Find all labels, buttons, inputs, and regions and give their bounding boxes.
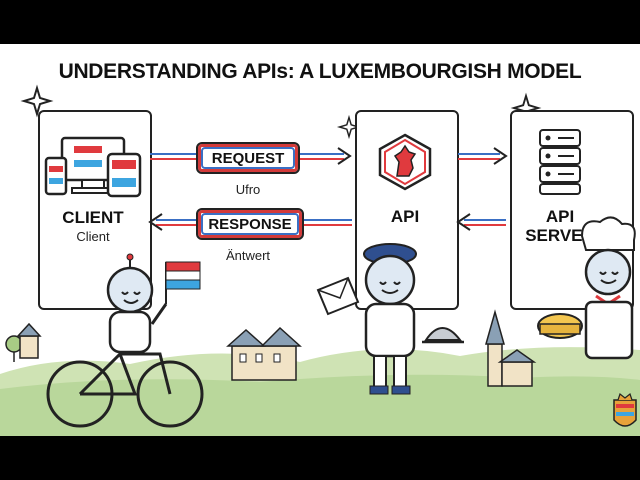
sparkle-icon	[336, 114, 362, 140]
client-label: CLIENT	[62, 208, 124, 227]
response-label: RESPONSE	[208, 215, 292, 233]
landscape	[0, 309, 640, 436]
page-title: UNDERSTANDING APIs: A LUXEMBOURGISH MODE…	[58, 60, 582, 83]
devices-icon	[44, 136, 142, 198]
sparkle-icon	[20, 84, 54, 118]
server-rack-icon	[539, 129, 581, 195]
response-sublabel: Äntwert	[225, 248, 271, 263]
coat-of-arms-icon	[613, 392, 637, 427]
response-label-inner-border	[201, 213, 299, 235]
api-to-server-arrow	[458, 147, 508, 165]
request-label-box: REQUEST	[196, 142, 300, 174]
diagram-canvas: UNDERSTANDING APIs: A LUXEMBOURGISH MODE…	[0, 44, 640, 436]
request-label-inner-border	[201, 147, 295, 169]
server-label-line1: API	[545, 207, 575, 226]
postman-astronaut-illustration	[316, 243, 464, 395]
cyclist-astronaut-illustration	[46, 253, 204, 428]
response-label-box: RESPONSE	[196, 208, 304, 240]
request-label: REQUEST	[211, 149, 285, 167]
server-to-api-arrow	[456, 213, 506, 231]
crest-icon	[378, 133, 432, 191]
api-label: API	[390, 207, 420, 226]
chef-astronaut-illustration	[537, 216, 636, 360]
client-sublabel: Client	[76, 229, 110, 244]
server-label-line2: SERVER	[525, 226, 595, 245]
request-sublabel: Ufro	[235, 182, 261, 197]
